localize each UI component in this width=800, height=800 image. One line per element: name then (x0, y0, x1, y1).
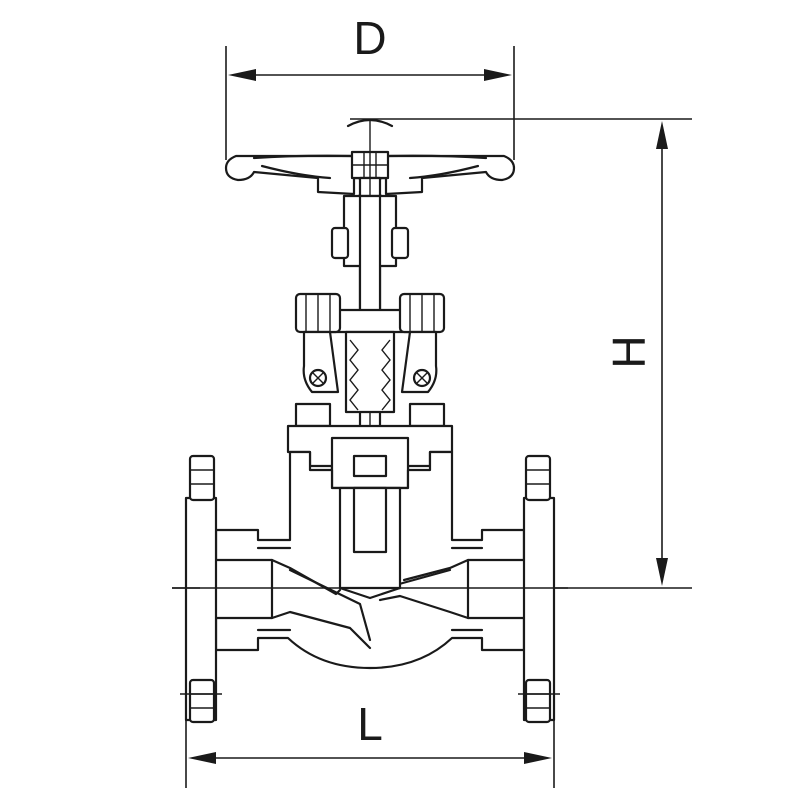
bonnet (286, 424, 454, 490)
d-arrow-left (228, 69, 256, 81)
disc (352, 486, 388, 554)
inlet-flange-bolt-bottom (188, 678, 216, 724)
d-arrow-right (484, 69, 512, 81)
passage-lower-left (270, 610, 372, 650)
handwheel-spoke-right (384, 154, 488, 160)
outlet-flange-bolt-bottom (524, 678, 552, 724)
passage-upper-right (402, 558, 470, 582)
bonnet-bolt-left (294, 402, 332, 428)
bonnet-bolt-right (408, 402, 446, 428)
handwheel-web-left (260, 164, 332, 180)
dimension-d: D (225, 12, 515, 160)
passage-lower-right (378, 594, 470, 620)
l-arrow-right (524, 752, 552, 764)
dimension-l: L (185, 650, 555, 788)
yoke-lug-left (330, 226, 350, 260)
l-label: L (357, 698, 383, 750)
h-arrow-top (656, 121, 668, 149)
d-label: D (353, 12, 386, 64)
stem-and-yoke (294, 120, 446, 660)
l-arrow-left (188, 752, 216, 764)
seat (338, 586, 402, 600)
h-label: H (603, 335, 655, 368)
stem-coupling (352, 454, 388, 478)
valve-body (188, 450, 552, 670)
yoke-lug-right (390, 226, 410, 260)
outlet-flange-bolt-top (524, 454, 552, 502)
handwheel-spoke-left (252, 154, 356, 160)
handwheel-web-right (408, 164, 480, 180)
inlet-flange-bolt-top (188, 454, 216, 502)
h-arrow-bottom (656, 558, 668, 586)
outlet-flange (518, 454, 560, 724)
inlet-flange (172, 454, 222, 724)
dimension-h: H (350, 118, 692, 589)
